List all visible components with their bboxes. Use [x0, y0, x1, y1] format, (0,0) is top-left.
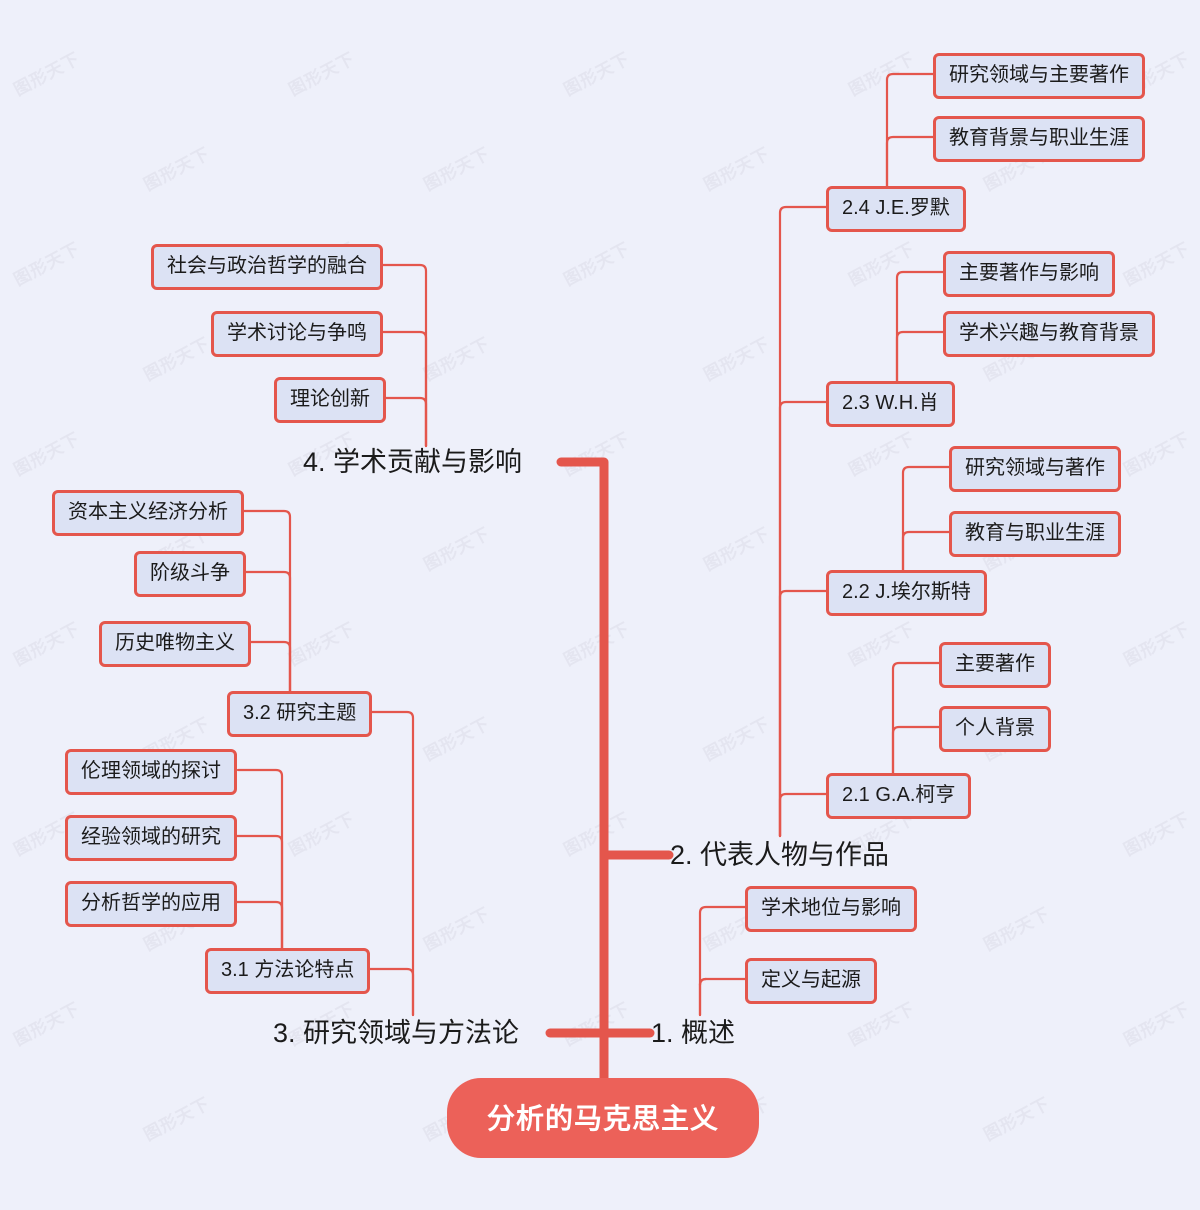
branch-node-4[interactable]: 4. 学术贡献与影响 [303, 447, 523, 477]
node-2-3-academic-interests-education[interactable]: 学术兴趣与教育背景 [943, 311, 1155, 357]
watermark: 图形天下 [560, 48, 634, 101]
edge-b3c1-to-g3 [232, 900, 284, 952]
watermark: 图形天下 [420, 333, 494, 386]
node-2-3-wh-shaw[interactable]: 2.3 W.H.肖 [826, 381, 955, 427]
edge-b1-to-b1c1 [698, 905, 747, 1017]
edge-b3c1-to-g2 [228, 834, 284, 952]
node-3-2-historical-materialism[interactable]: 历史唯物主义 [99, 621, 251, 667]
watermark: 图形天下 [1120, 998, 1194, 1051]
node-2-2-j-elster[interactable]: 2.2 J.埃尔斯特 [826, 570, 987, 616]
watermark: 图形天下 [10, 998, 84, 1051]
edge-b2c1-to-g2 [891, 725, 941, 777]
node-3-1-empirical-research[interactable]: 经验领域的研究 [65, 815, 237, 861]
watermark: 图形天下 [140, 1093, 214, 1146]
watermark: 图形天下 [845, 618, 919, 671]
branch-node-1[interactable]: 1. 概述 [651, 1018, 736, 1048]
watermark: 图形天下 [285, 48, 359, 101]
watermark: 图形天下 [420, 523, 494, 576]
node-3-2-class-struggle[interactable]: 阶级斗争 [134, 551, 246, 597]
edge-b2c3-to-g2 [895, 330, 945, 385]
node-4-social-political-philosophy-fusion[interactable]: 社会与政治哲学的融合 [151, 244, 383, 290]
watermark: 图形天下 [700, 523, 774, 576]
watermark: 图形天下 [980, 903, 1054, 956]
watermark: 图形天下 [560, 428, 634, 481]
edge-b2-to-b2c2 [778, 589, 828, 838]
watermark: 图形天下 [560, 618, 634, 671]
branch-node-2[interactable]: 2. 代表人物与作品 [670, 840, 890, 870]
watermark: 图形天下 [845, 48, 919, 101]
node-4-academic-discussion-debate[interactable]: 学术讨论与争鸣 [211, 311, 383, 357]
node-3-1-ethics-inquiry[interactable]: 伦理领域的探讨 [65, 749, 237, 795]
watermark: 图形天下 [10, 428, 84, 481]
node-academic-status-influence[interactable]: 学术地位与影响 [745, 886, 917, 932]
node-4-theoretical-innovation[interactable]: 理论创新 [274, 377, 386, 423]
watermark: 图形天下 [845, 238, 919, 291]
edge-b4-to-b4c3 [377, 396, 428, 448]
watermark: 图形天下 [10, 618, 84, 671]
watermark: 图形天下 [560, 808, 634, 861]
watermark: 图形天下 [700, 333, 774, 386]
node-3-1-analytic-philosophy-application[interactable]: 分析哲学的应用 [65, 881, 237, 927]
node-3-2-research-topics[interactable]: 3.2 研究主题 [227, 691, 373, 737]
edge-b2c1-to-g1 [891, 661, 941, 777]
node-2-4-education-background-career[interactable]: 教育背景与职业生涯 [933, 116, 1145, 162]
watermark: 图形天下 [10, 238, 84, 291]
node-2-1-personal-background[interactable]: 个人背景 [939, 706, 1051, 752]
watermark: 图形天下 [420, 143, 494, 196]
watermark: 图形天下 [140, 333, 214, 386]
watermark: 图形天下 [980, 1093, 1054, 1146]
watermark: 图形天下 [560, 238, 634, 291]
edge-b2c4-to-g1 [885, 72, 935, 190]
node-2-4-je-roemer[interactable]: 2.4 J.E.罗默 [826, 186, 966, 232]
edge-b2-to-b2c4 [778, 205, 828, 838]
edge-b2-to-b2c1 [778, 792, 828, 838]
node-2-2-research-areas-works[interactable]: 研究领域与著作 [949, 446, 1121, 492]
trunk-to-branch-4 [556, 457, 609, 471]
edge-b2-to-b2c3 [778, 400, 828, 838]
watermark: 图形天下 [10, 48, 84, 101]
watermark: 图形天下 [1120, 238, 1194, 291]
watermark: 图形天下 [560, 998, 634, 1051]
node-3-2-capitalist-economic-analysis[interactable]: 资本主义经济分析 [52, 490, 244, 536]
edge-b2c2-to-g1 [901, 465, 951, 574]
node-2-1-major-works[interactable]: 主要著作 [939, 642, 1051, 688]
watermark: 图形天下 [700, 713, 774, 766]
watermark: 图形天下 [1120, 808, 1194, 861]
watermark: 图形天下 [1120, 618, 1194, 671]
root-node[interactable]: 分析的马克思主义 [447, 1078, 760, 1158]
node-2-4-research-areas-major-works[interactable]: 研究领域与主要著作 [933, 53, 1145, 99]
watermark: 图形天下 [140, 143, 214, 196]
edge-b3c2-to-g1 [241, 509, 292, 695]
watermark: 图形天下 [285, 618, 359, 671]
node-2-3-major-works-influence[interactable]: 主要著作与影响 [943, 251, 1115, 297]
watermark: 图形天下 [700, 143, 774, 196]
edge-b3c1-to-g1 [236, 768, 284, 952]
watermark: 图形天下 [845, 428, 919, 481]
branch-node-3[interactable]: 3. 研究领域与方法论 [273, 1018, 520, 1048]
edge-b1-corner [698, 977, 708, 987]
edge-b2c3-to-g1 [895, 270, 945, 385]
watermark: 图形天下 [1120, 428, 1194, 481]
edge-b1-to-b1c2 [698, 977, 747, 1017]
watermark: 图形天下 [285, 808, 359, 861]
node-definition-origin[interactable]: 定义与起源 [745, 958, 877, 1004]
edge-b4-to-b4c1 [378, 263, 428, 448]
watermark: 图形天下 [420, 903, 494, 956]
node-2-2-education-career[interactable]: 教育与职业生涯 [949, 511, 1121, 557]
watermark: 图形天下 [420, 713, 494, 766]
node-3-1-methodology-features[interactable]: 3.1 方法论特点 [205, 948, 371, 994]
edge-b2c4-to-g2 [885, 135, 935, 190]
node-2-1-ga-cohen[interactable]: 2.1 G.A.柯亨 [826, 773, 972, 819]
edge-b2c2-to-g2 [901, 530, 951, 574]
